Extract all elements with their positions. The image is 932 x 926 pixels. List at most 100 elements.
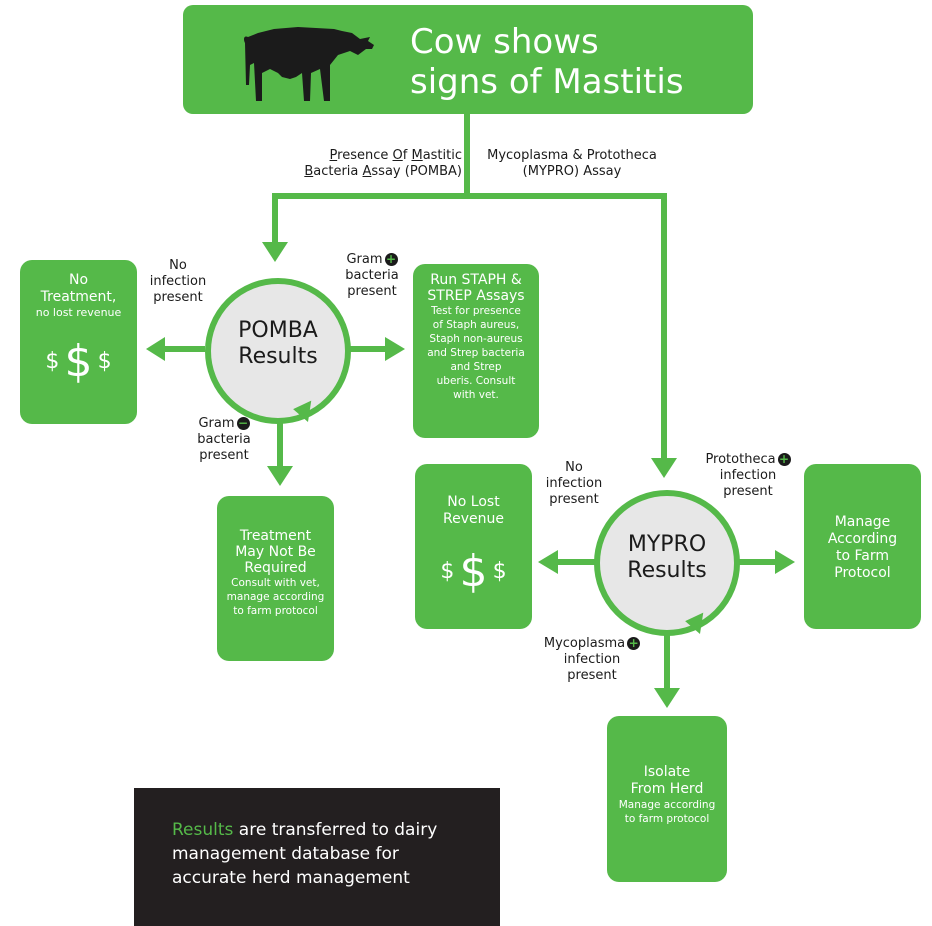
staph-strep-box: Run STAPH & STREP Assays Test for presen… — [413, 264, 539, 438]
underlined-initial: P — [329, 148, 338, 163]
mypro-prototheca-label: Prototheca+ infection present — [696, 452, 800, 500]
box-title: No — [68, 272, 89, 288]
dollar-big: $ — [459, 546, 488, 597]
label-line: present — [199, 448, 249, 463]
mypro-branch-line2: (MYPRO) Assay — [522, 164, 622, 179]
label-line: Gram− — [186, 416, 262, 432]
box-title: From Herd — [630, 781, 704, 797]
treatment-may-not-be-required-box: Treatment May Not Be Required Consult wi… — [217, 496, 334, 661]
branch-text: f — [402, 148, 412, 163]
no-lost-revenue-box: No Lost Revenue $ $ $ — [415, 464, 532, 629]
cow-silhouette-icon — [244, 27, 374, 101]
box-title: to Farm — [836, 548, 889, 564]
footer-text: are transferred to dairy — [233, 820, 438, 840]
header-title-line2: signs of Mastitis — [410, 62, 684, 102]
dollar-icon: $ $ $ — [20, 336, 137, 387]
header-title-line1: Cow shows — [410, 22, 599, 62]
box-title: Run STAPH & — [430, 272, 522, 288]
box-subtitle: no lost revenue — [35, 306, 122, 319]
footer-highlight: Results — [172, 820, 234, 840]
pomba-gram-positive-label: Gram+ bacteria present — [334, 252, 410, 300]
box-text: uberis. Consult — [436, 375, 516, 387]
footer-line3: accurate herd management — [172, 868, 410, 888]
underlined-initial: B — [304, 164, 314, 179]
label-line: present — [153, 290, 203, 305]
box-text: Manage according — [618, 799, 716, 811]
branch-text: acteria — [313, 164, 363, 179]
mypro-results-circle: MYPRO Results — [594, 490, 740, 636]
box-title: Manage — [834, 514, 891, 530]
pomba-circle-line1: POMBA — [238, 318, 318, 343]
no-treatment-box: No Treatment, no lost revenue $ $ $ — [20, 260, 137, 424]
dollar-icon: $ $ $ — [415, 546, 532, 597]
plus-icon: + — [777, 452, 791, 466]
label-line: bacteria — [345, 268, 399, 283]
box-text: and Strep — [450, 361, 502, 373]
label-line: infection — [545, 476, 603, 491]
pomba-no-infection-label: No infection present — [140, 258, 216, 306]
label-line: present — [347, 284, 397, 299]
box-title: Protocol — [834, 565, 891, 581]
pomba-branch-line2: Bacteria Assay (POMBA) — [276, 164, 462, 180]
underlined-initial: M — [411, 148, 423, 163]
label-line: bacteria — [197, 432, 251, 447]
label-line: present — [549, 492, 599, 507]
box-title: Treatment, — [40, 289, 117, 305]
box-title: May Not Be — [235, 544, 316, 560]
footer-line1: Results are transferred to dairy — [172, 818, 500, 842]
dollar-small: $ — [492, 559, 507, 584]
box-text: Test for presence — [431, 305, 521, 317]
label-line: present — [723, 484, 773, 499]
label-line: No — [565, 460, 583, 475]
mypro-circle-line1: MYPRO — [627, 532, 707, 557]
box-title: No Lost — [447, 494, 500, 510]
plus-icon: + — [384, 252, 398, 266]
underlined-initial: A — [362, 164, 372, 179]
label-line: Mycoplasma+ — [536, 636, 648, 652]
results-footer-box: Results are transferred to dairy managem… — [134, 788, 500, 926]
label-line: Gram+ — [334, 252, 410, 268]
box-text: to farm protocol — [624, 813, 710, 825]
pomba-results-circle: POMBA Results — [205, 278, 351, 424]
box-text: of Staph aureus, — [432, 319, 520, 331]
box-title: Treatment — [239, 528, 312, 544]
isolate-from-herd-box: Isolate From Herd Manage according to fa… — [607, 716, 727, 882]
label-text: Gram — [198, 416, 235, 431]
mypro-no-infection-label: No infection present — [536, 460, 612, 508]
pomba-gram-negative-label: Gram− bacteria present — [186, 416, 262, 464]
branch-text: astitic — [422, 148, 462, 163]
label-line: present — [567, 668, 617, 683]
box-title: According — [827, 531, 898, 547]
pomba-branch-line1: Presence Of Mastitic — [276, 148, 462, 164]
pomba-branch-label: Presence Of Mastitic Bacteria Assay (POM… — [276, 148, 462, 180]
mypro-circle-line2: Results — [627, 558, 707, 583]
box-title: Required — [244, 560, 307, 576]
manage-according-box: Manage According to Farm Protocol — [804, 464, 921, 629]
label-text: Mycoplasma — [543, 636, 626, 651]
pomba-circle-line2: Results — [238, 344, 318, 369]
plus-icon: + — [627, 636, 641, 650]
label-line: infection — [563, 652, 621, 667]
box-text: with vet. — [453, 389, 499, 401]
box-title: STREP Assays — [427, 288, 525, 304]
mypro-branch-line1: Mycoplasma & Prototheca — [487, 148, 657, 163]
box-title: Isolate — [643, 764, 691, 780]
box-text: manage according — [226, 591, 325, 603]
label-text: Gram — [346, 252, 383, 267]
box-text: Consult with vet, — [231, 577, 320, 589]
label-line: Prototheca+ — [696, 452, 800, 468]
branch-text: resence — [337, 148, 393, 163]
label-line: No — [169, 258, 187, 273]
box-text: to farm protocol — [233, 605, 318, 617]
label-text: Prototheca — [705, 452, 776, 467]
underlined-initial: O — [392, 148, 403, 163]
box-text: and Strep bacteria — [427, 347, 525, 359]
footer-line2: management database for — [172, 844, 399, 864]
mypro-branch-label: Mycoplasma & Prototheca (MYPRO) Assay — [472, 148, 672, 180]
minus-icon: − — [236, 416, 250, 430]
box-text: Staph non-aureus — [429, 333, 523, 345]
dollar-big: $ — [64, 336, 93, 387]
dollar-small: $ — [45, 349, 60, 374]
label-line: infection — [719, 468, 777, 483]
